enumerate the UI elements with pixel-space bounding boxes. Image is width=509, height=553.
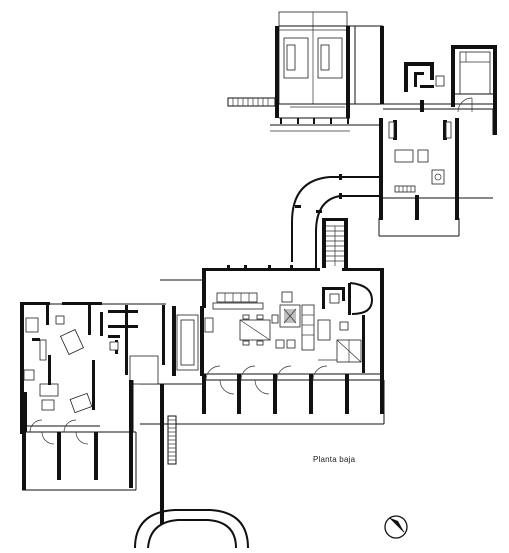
drawing-title: Planta baja [313,455,356,464]
office-pavilion [20,302,166,491]
north-arrow-icon [384,515,408,539]
living-pavilion [140,265,385,425]
bedroom-pavilion [227,11,497,237]
single-bed [459,51,491,95]
exterior-path [134,384,249,549]
curved-passage [291,174,379,268]
